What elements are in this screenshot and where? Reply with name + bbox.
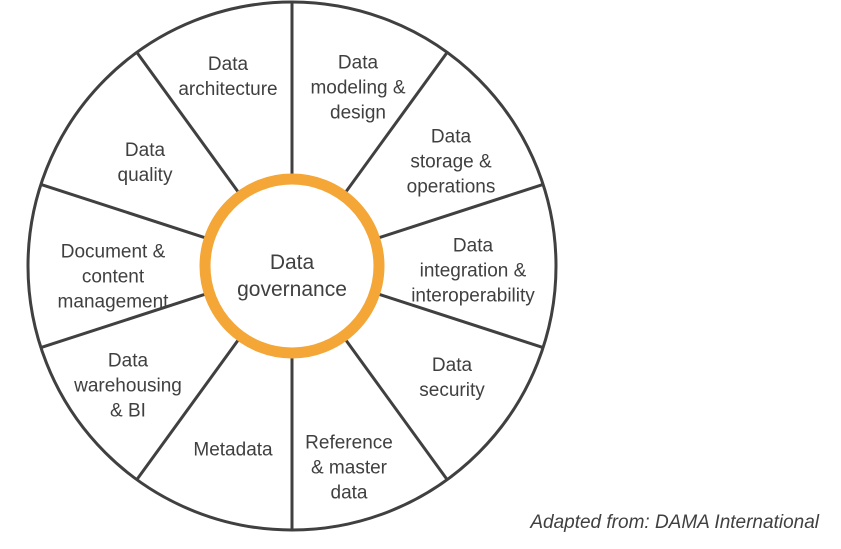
segment-data-architecture: Data architecture bbox=[178, 54, 278, 100]
segment-divider bbox=[379, 182, 544, 239]
segment-data-warehousing-bi: Data warehousing & BI bbox=[74, 350, 182, 422]
segment-divider bbox=[40, 182, 205, 239]
segment-data-storage-operations: Data storage & operations bbox=[406, 126, 496, 198]
segment-reference-master-data: Reference & master data bbox=[305, 432, 393, 504]
segment-data-quality: Data quality bbox=[117, 140, 173, 186]
segment-divider bbox=[344, 51, 449, 193]
segment-data-integration-interoperability: Data integration & interoperability bbox=[411, 235, 535, 307]
segment-divider bbox=[40, 293, 205, 350]
segment-divider bbox=[379, 293, 544, 350]
center-data-governance: Data governance bbox=[237, 251, 347, 301]
governance-ring bbox=[199, 173, 385, 359]
segment-data-security: Data security bbox=[419, 355, 485, 401]
segment-divider bbox=[135, 339, 240, 481]
segment-data-modeling-design: Data modeling & design bbox=[310, 52, 406, 124]
segment-document-content-management: Document & content management bbox=[57, 241, 169, 313]
segment-divider bbox=[344, 339, 449, 481]
segment-dividers bbox=[40, 2, 544, 530]
source-credit: Adapted from: DAMA International bbox=[530, 512, 819, 533]
segment-divider bbox=[135, 51, 240, 193]
segment-metadata: Metadata bbox=[193, 439, 273, 461]
